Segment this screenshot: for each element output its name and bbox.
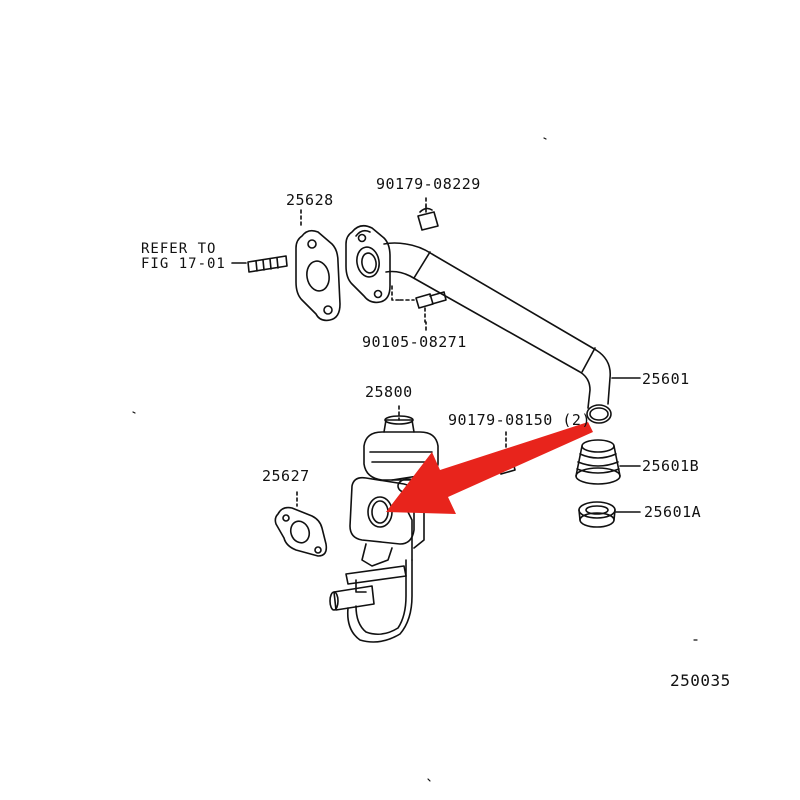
egr-valve-25800 bbox=[329, 415, 439, 643]
label-25627: 25627 bbox=[262, 467, 310, 485]
label-25601b: 25601B bbox=[642, 457, 700, 475]
label-25800: 25800 bbox=[365, 383, 413, 401]
label-refer-to: REFER TO bbox=[141, 241, 217, 257]
red-arrow-icon bbox=[386, 422, 593, 514]
label-90179-08229: 90179-08229 bbox=[376, 175, 481, 193]
label-25601: 25601 bbox=[642, 370, 690, 388]
label-fig-17-01: FIG 17-01 bbox=[141, 256, 226, 272]
hose-25601b bbox=[575, 439, 621, 485]
egr-pipe-25601 bbox=[383, 242, 612, 424]
pipe-flange bbox=[345, 224, 391, 304]
bolt-90105-08271 bbox=[391, 285, 447, 323]
label-25628: 25628 bbox=[286, 191, 334, 209]
label-90105-08271: 90105-08271 bbox=[362, 333, 467, 351]
gasket-25627 bbox=[274, 506, 328, 557]
label-90179-08150: 90179-08150 (2) bbox=[448, 411, 591, 429]
ring-25601a bbox=[578, 501, 616, 528]
label-25601a: 25601A bbox=[644, 503, 702, 521]
leader-lines bbox=[296, 321, 641, 513]
gasket-25628 bbox=[295, 209, 341, 322]
union-bolt-90179-08229 bbox=[417, 197, 439, 231]
diagram-id: 250035 bbox=[670, 671, 731, 690]
stud-bolt bbox=[231, 255, 288, 273]
